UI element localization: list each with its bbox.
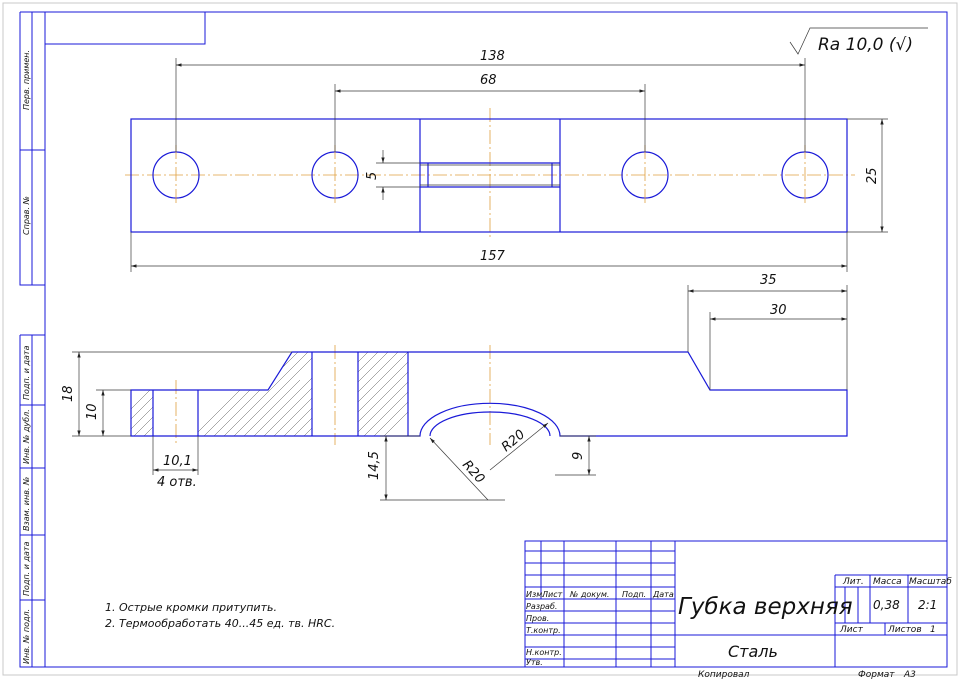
col-podp: Подп.: [622, 590, 646, 599]
dim-30: 30: [770, 303, 787, 318]
note-2: 2. Термообработать 40...45 ед. тв. HRC.: [105, 617, 335, 630]
title-block: Изм. Лист № докум. Подп. Дата Разраб. Пр…: [524, 540, 952, 668]
scale-label: Масштаб: [909, 577, 952, 587]
dim-18: 18: [61, 385, 76, 402]
part-name: Губка верхняя: [678, 594, 853, 620]
row-tkontr: Т.контр.: [526, 626, 561, 635]
top-view: 138 68 5 25 157: [125, 49, 888, 272]
roughness-symbol: Ra 10,0 (√): [789, 27, 928, 55]
note-1: 1. Острые кромки притупить.: [105, 601, 277, 614]
side-stamp: Перв. примен. Справ. № Подп. и дата Инв.…: [19, 11, 45, 668]
dim-10-1: 10,1: [163, 454, 192, 469]
copied-label: Копировал: [698, 670, 750, 679]
sheets-value: 1: [930, 625, 936, 635]
col-doc: № докум.: [569, 590, 609, 599]
front-view: 35 30 18 10 10,1 4 отв. 14,5 R20 R20 9: [61, 273, 848, 501]
col-list: Лист: [541, 590, 563, 599]
top-left-tab: [44, 12, 206, 45]
side-label-perv: Перв. примен.: [22, 50, 31, 110]
mass-value: 0,38: [873, 598, 900, 612]
col-date: Дата: [652, 590, 674, 599]
dim-10: 10: [85, 403, 100, 420]
sheet-label: Лист: [839, 625, 864, 635]
roughness-text: Ra 10,0 (√): [818, 35, 913, 55]
row-razrab: Разраб.: [526, 602, 557, 611]
side-label-vzam: Взам. инв. №: [22, 477, 31, 531]
format-label: Формат: [858, 670, 895, 679]
scale-value: 2:1: [918, 598, 937, 612]
sheets-label: Листов: [887, 625, 922, 635]
side-label-inv-podl: Инв. № подл.: [22, 609, 31, 664]
dim-157: 157: [480, 249, 506, 264]
row-prov: Пров.: [526, 614, 549, 623]
side-label-podp-1: Подп. и дата: [22, 345, 31, 400]
row-utv: Утв.: [526, 658, 543, 667]
dim-14-5: 14,5: [367, 451, 382, 480]
dim-138: 138: [480, 49, 505, 64]
drawing-frame: [44, 11, 948, 668]
side-label-podp-2: Подп. и дата: [22, 541, 31, 596]
col-izm: Изм.: [526, 590, 545, 599]
dim-35: 35: [760, 273, 777, 288]
holes-count: 4 отв.: [157, 475, 197, 490]
row-nkontr: Н.контр.: [526, 648, 562, 657]
format-value: A3: [903, 670, 916, 679]
dim-r20-right: R20: [499, 427, 528, 455]
side-label-inv-dubl: Инв. № дубл.: [22, 409, 31, 464]
dim-5: 5: [365, 172, 380, 180]
mass-label: Масса: [873, 577, 902, 587]
dim-r20-left: R20: [459, 458, 487, 487]
material: Сталь: [728, 642, 778, 661]
dim-25: 25: [865, 167, 880, 184]
dim-9: 9: [571, 452, 586, 460]
dim-68: 68: [480, 73, 497, 88]
side-label-sprav: Справ. №: [22, 196, 31, 235]
lit-label: Лит.: [842, 577, 864, 587]
